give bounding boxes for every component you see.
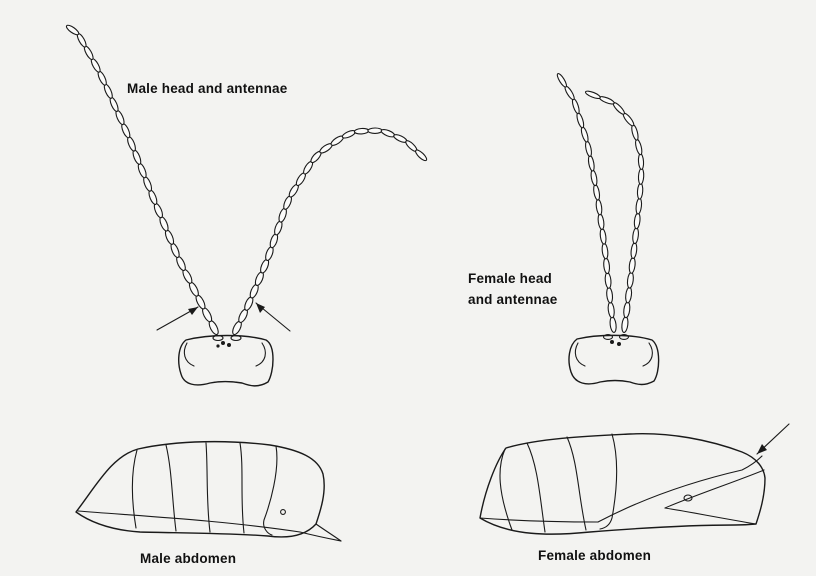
antenna-segment <box>368 128 382 134</box>
antenna-segment <box>637 183 643 199</box>
antenna-segment <box>354 128 369 134</box>
antenna-segment <box>638 168 644 184</box>
male-abdomen-label: Male abdomen <box>140 548 236 569</box>
female-head-label-line2: and antennae <box>468 289 557 310</box>
antenna-segment <box>638 154 644 170</box>
male-head-label: Male head and antennae <box>127 78 287 99</box>
female-head-label-line1: Female head <box>468 268 557 289</box>
female-head-label: Female head and antennae <box>468 268 557 310</box>
female-abdomen-label: Female abdomen <box>538 545 651 566</box>
